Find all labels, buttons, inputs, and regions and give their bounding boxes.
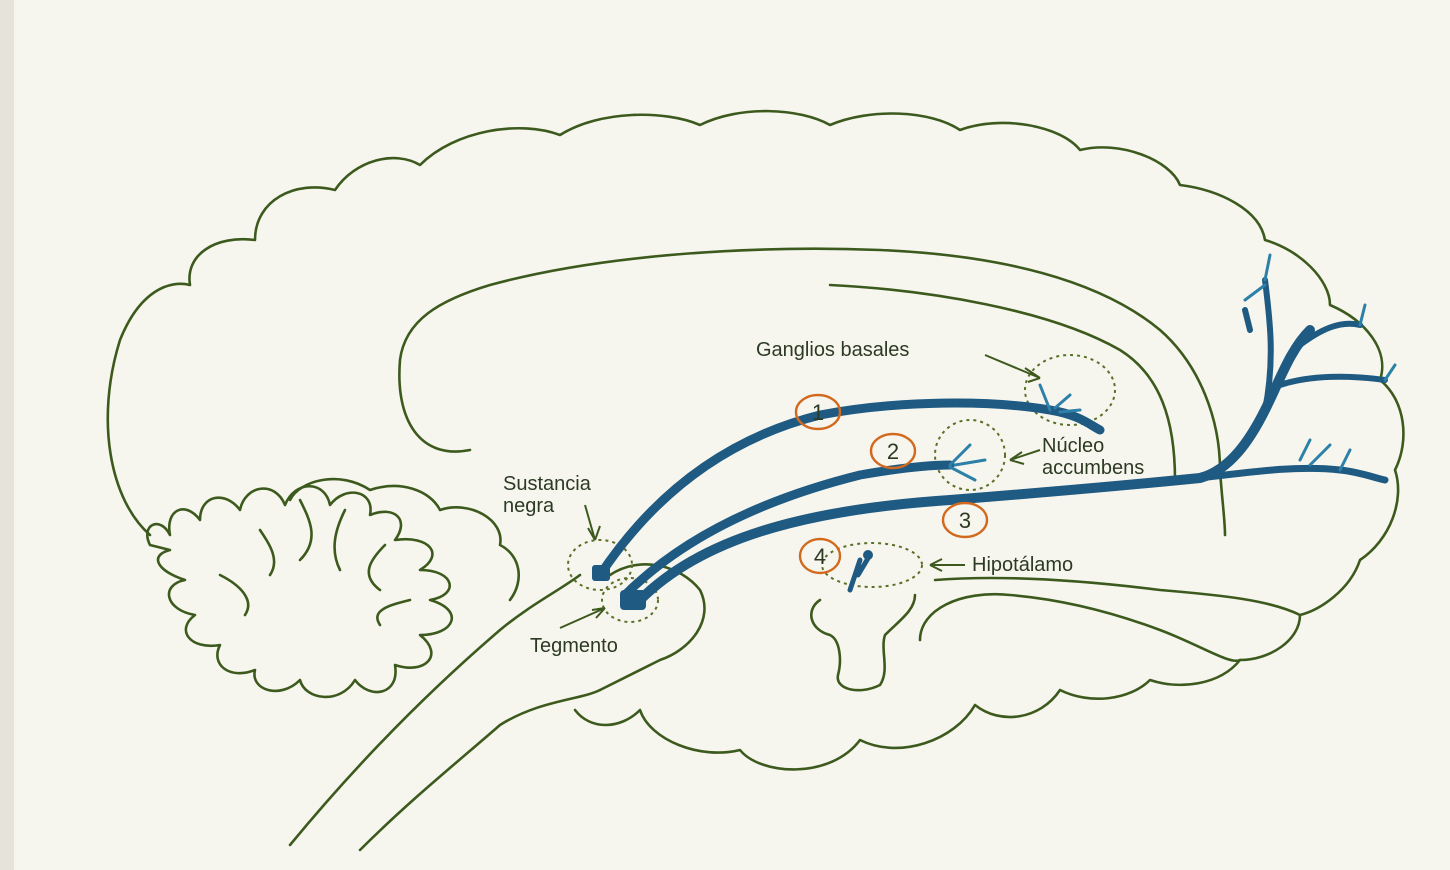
pathway-number-3: 3 (943, 503, 987, 537)
pathway-number-4-text: 4 (814, 544, 826, 569)
label-nucleo: Núcleo (1042, 435, 1104, 457)
label-accumbens: accumbens (1042, 457, 1144, 479)
page-edge-shadow (0, 0, 14, 870)
pituitary-outline (811, 595, 915, 690)
tegmento-source (620, 590, 646, 610)
label-tegmento: Tegmento (530, 635, 618, 657)
pathway-number-1-text: 1 (812, 400, 824, 425)
frontal-base-outline (935, 578, 1300, 615)
cerebellum-folia (220, 500, 410, 625)
callosum-inner-outline (830, 285, 1175, 480)
nucleo-accumbens-region (935, 420, 1005, 490)
pathway-number-2-text: 2 (887, 439, 899, 464)
pathway-3-frontal-branch (1200, 468, 1385, 480)
ganglios-basales-arrow (985, 355, 1040, 382)
sustancia-negra-source (592, 565, 610, 581)
temporal-lobe-outline (920, 594, 1240, 661)
label-sustancia: Sustancia (503, 473, 592, 495)
sustancia-negra-arrow (585, 505, 600, 540)
hipotalamo-arrow (930, 559, 965, 571)
nucleo-accumbens-arrow (1010, 450, 1040, 464)
pathway-number-4: 4 (800, 539, 840, 573)
pathway-number-3-text: 3 (959, 508, 971, 533)
pathway-2-branches (950, 445, 985, 480)
tegmento-arrow (560, 608, 605, 628)
pathway-number-2: 2 (871, 434, 915, 468)
label-ganglios-basales: Ganglios basales (756, 339, 909, 361)
brainstem-outline-lower (360, 690, 600, 850)
brainstem-outline (290, 575, 580, 845)
cerebellum-outline (147, 486, 452, 697)
label-hipotalamo: Hipotálamo (972, 554, 1073, 576)
label-negra: negra (503, 495, 555, 517)
pathway-3-upper-branch (1245, 280, 1385, 410)
pathway-4-tuberoinfundibular (850, 555, 870, 590)
pathway-4-source (863, 550, 873, 560)
